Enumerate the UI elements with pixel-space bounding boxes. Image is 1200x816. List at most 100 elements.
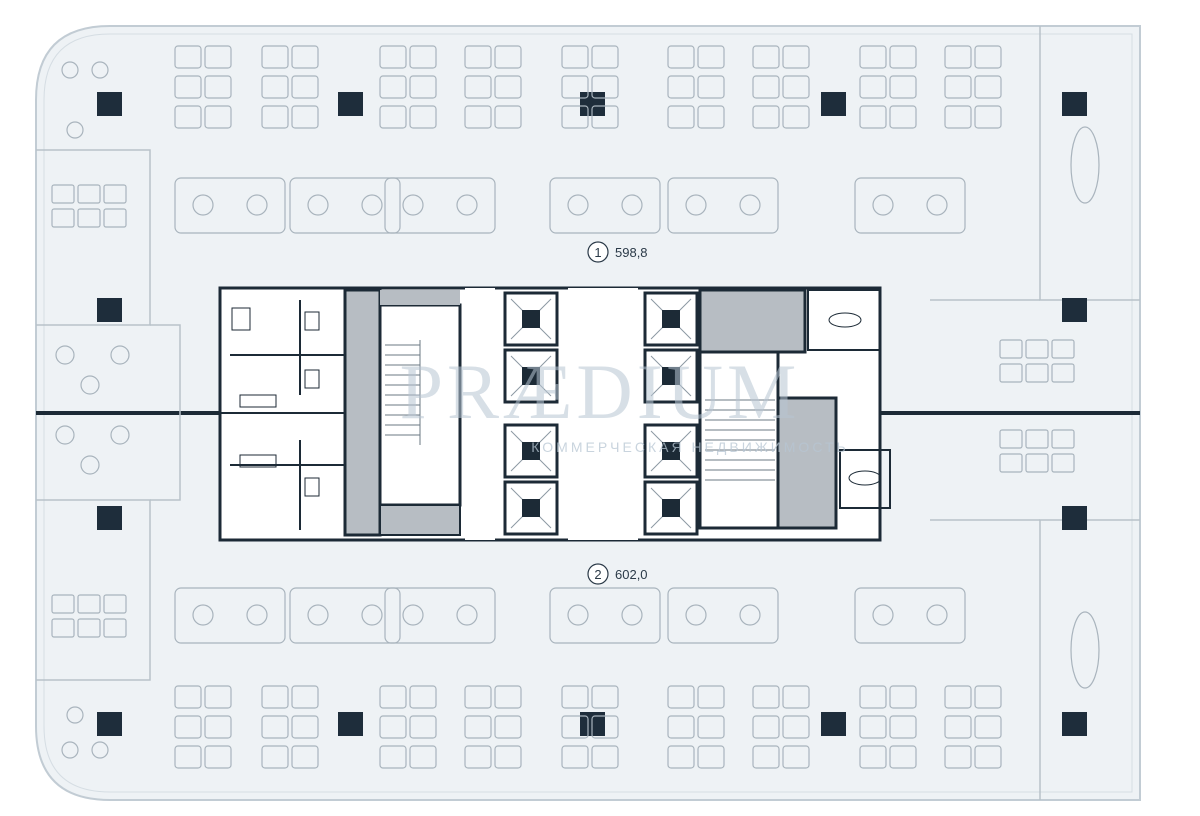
desk: [944, 45, 972, 69]
desk: [999, 339, 1023, 359]
desk: [561, 45, 589, 69]
shaft-right-top: [698, 288, 807, 354]
desk: [591, 685, 619, 709]
desk: [974, 745, 1002, 769]
desk: [261, 105, 289, 129]
unit-label-1: 1 598,8: [587, 241, 648, 263]
elevator-icon: [503, 348, 559, 404]
watermark-tagline: КОММЕРЧЕСКАЯ НЕДВИЖИМОСТЬ: [531, 439, 848, 455]
restrooms-left: [220, 300, 345, 530]
desk: [889, 45, 917, 69]
table: [456, 194, 478, 216]
table: [361, 604, 383, 626]
desk: [561, 75, 589, 99]
desk: [494, 685, 522, 709]
watermark: PRÆDIUM КОММЕРЧЕСКАЯ НЕДВИЖИМОСТЬ: [400, 348, 848, 455]
desk: [889, 105, 917, 129]
table: [307, 604, 329, 626]
desk: [1025, 339, 1049, 359]
desk: [591, 45, 619, 69]
desk: [103, 618, 127, 638]
meeting-room: [667, 177, 779, 234]
table: [246, 194, 268, 216]
elevator-icon: [503, 423, 559, 479]
desk: [561, 105, 589, 129]
desk: [261, 745, 289, 769]
desk: [1051, 363, 1075, 383]
desk: [261, 685, 289, 709]
desk: [494, 105, 522, 129]
table: [621, 194, 643, 216]
desk: [889, 745, 917, 769]
desk: [291, 745, 319, 769]
desk: [859, 715, 887, 739]
desk: [944, 75, 972, 99]
round-table: [80, 375, 100, 395]
desk: [859, 105, 887, 129]
unit-area: 602,0: [615, 567, 648, 582]
elevator-symbol: [662, 367, 680, 385]
table: [926, 194, 948, 216]
table: [361, 194, 383, 216]
table: [685, 604, 707, 626]
unit-number-badge: [587, 563, 609, 585]
desk: [859, 685, 887, 709]
desk: [859, 75, 887, 99]
desk: [1025, 363, 1049, 383]
desk: [51, 184, 75, 204]
conference-table: [1070, 611, 1100, 689]
desk: [464, 45, 492, 69]
table: [567, 604, 589, 626]
lounge-chair: [61, 741, 79, 759]
elevator-symbol: [662, 499, 680, 517]
watermark-brand: PRÆDIUM: [400, 348, 801, 435]
stair-treads-left: [385, 340, 421, 445]
elevator-icon: [503, 480, 559, 536]
elevator-icon: [503, 291, 559, 347]
stair-wall-left: [343, 288, 382, 537]
desk: [77, 184, 101, 204]
desk: [1051, 453, 1075, 473]
elevator-icon: [643, 480, 699, 536]
desk: [204, 685, 232, 709]
desk: [752, 45, 780, 69]
desk: [379, 75, 407, 99]
round-table: [80, 455, 100, 475]
desk: [697, 45, 725, 69]
elevator-symbol: [522, 367, 540, 385]
desk: [204, 75, 232, 99]
desk: [561, 685, 589, 709]
meeting-room: [854, 587, 966, 644]
table: [872, 604, 894, 626]
desk: [494, 75, 522, 99]
desk: [409, 745, 437, 769]
desk: [697, 685, 725, 709]
desk: [77, 208, 101, 228]
desk: [667, 685, 695, 709]
desk: [1051, 339, 1075, 359]
desk: [174, 715, 202, 739]
desk: [409, 685, 437, 709]
desk: [999, 429, 1023, 449]
desk: [464, 105, 492, 129]
lounge-chair: [66, 121, 84, 139]
meeting-room: [289, 177, 401, 234]
desk: [859, 45, 887, 69]
desk: [974, 105, 1002, 129]
round-table: [110, 425, 130, 445]
desk: [591, 715, 619, 739]
desk: [591, 105, 619, 129]
desk: [494, 715, 522, 739]
elevator-icon: [643, 291, 699, 347]
desk: [204, 105, 232, 129]
conference-table: [1070, 126, 1100, 204]
desk: [999, 363, 1023, 383]
shaft-top-left: [380, 290, 460, 305]
table: [685, 194, 707, 216]
desk: [561, 715, 589, 739]
unit-area: 598,8: [615, 245, 648, 260]
desk: [291, 685, 319, 709]
desk: [782, 105, 810, 129]
desk: [409, 105, 437, 129]
